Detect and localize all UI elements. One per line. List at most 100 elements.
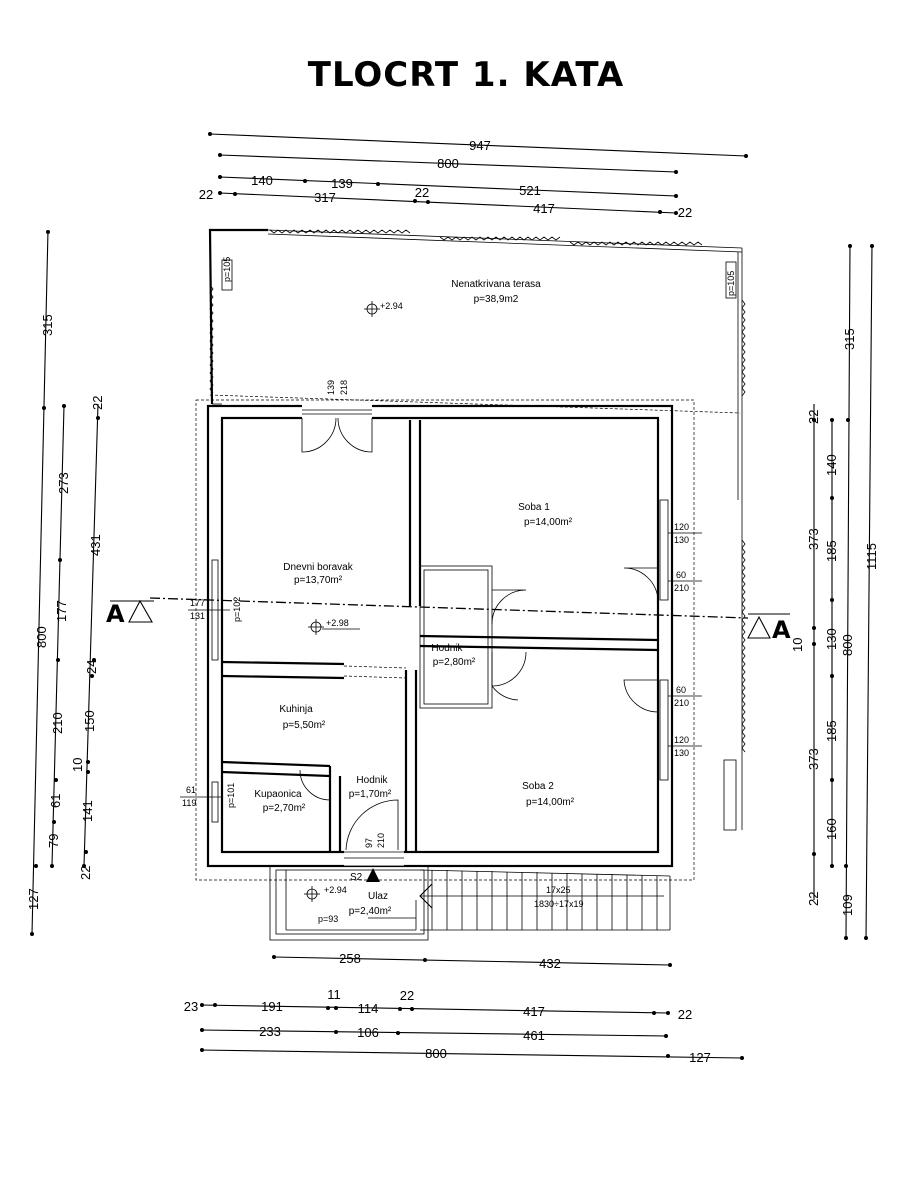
- room2-window-height: 130: [674, 748, 689, 758]
- section-line: [110, 597, 790, 619]
- dim-top-main: 800: [437, 156, 459, 171]
- top-dimensions: [208, 132, 748, 215]
- dim-left-79: 79: [46, 834, 61, 848]
- dim-bottom-106: 106: [357, 1025, 379, 1040]
- dim-bottom-127: 127: [689, 1050, 711, 1065]
- room2-door-width: 60: [676, 685, 686, 695]
- terrace-railing: [209, 229, 746, 831]
- dim-right-109: 109: [840, 894, 855, 916]
- dim-left-127: 127: [26, 888, 41, 910]
- plan-title: TLOCRT 1. KATA: [308, 55, 624, 95]
- staircase: [419, 869, 671, 931]
- hall2-name: Hodnik: [431, 643, 463, 654]
- living-level: +2.98: [326, 618, 349, 628]
- dim-left-24: 24: [84, 660, 99, 674]
- room1-door-height: 210: [674, 583, 689, 593]
- entry-door-width: 97: [364, 838, 374, 848]
- dim-right-1115: 1115: [864, 543, 879, 570]
- right-dimensions: [812, 243, 874, 941]
- entry-name: Ulaz: [368, 891, 388, 902]
- dim-right-185b: 185: [824, 720, 839, 742]
- dim-bottom-114: 114: [358, 1001, 379, 1016]
- room2-door-height: 210: [674, 698, 689, 708]
- left-dimensions: [30, 229, 100, 936]
- hall1-name: Hodnik: [356, 775, 388, 786]
- room1-window-width: 120: [674, 522, 689, 532]
- dim-top-22b: 22: [415, 185, 429, 200]
- dim-left-22b: 22: [78, 866, 93, 880]
- dim-left-10: 10: [70, 758, 85, 772]
- bottom-dimensions: [199, 955, 744, 1060]
- terrace-name: Nenatkrivana terasa: [451, 279, 541, 290]
- room2-area: p=14,00m²: [526, 797, 575, 808]
- dim-bottom-233: 233: [259, 1024, 281, 1039]
- dim-bottom-461: 461: [523, 1028, 545, 1043]
- entry-area-label: p=2,40m²: [349, 906, 392, 917]
- room1-door-width: 60: [676, 570, 686, 580]
- hall2-area: p=2,80m²: [433, 657, 476, 668]
- dim-overall-width: 947: [469, 138, 491, 153]
- dim-left-210: 210: [50, 712, 65, 734]
- terrace-right-sill: p=105: [726, 271, 736, 296]
- dim-left-431: 431: [88, 534, 103, 556]
- dim-top-22c: 22: [678, 205, 692, 220]
- dim-right-22b: 22: [806, 892, 821, 906]
- living-room-area: p=13,70m²: [294, 575, 343, 586]
- kitchen-area: p=5,50m²: [283, 720, 326, 731]
- dim-left-141: 141: [80, 800, 95, 822]
- dim-bottom-432: 432: [539, 956, 561, 971]
- entry-sill: p=93: [318, 914, 338, 924]
- bath-window-width: 61: [186, 785, 196, 795]
- dim-bottom-191: 191: [261, 999, 283, 1014]
- section-label-right: A: [772, 616, 791, 644]
- entry-level: +2.94: [324, 885, 347, 895]
- dim-right-373b: 373: [806, 748, 821, 770]
- dim-right-800: 800: [840, 634, 855, 656]
- dim-top-521: 521: [519, 183, 541, 198]
- dim-left-177: 177: [54, 600, 69, 622]
- living-window-height: 131: [190, 611, 205, 621]
- entry-level-marker: [304, 886, 320, 902]
- bath-area: p=2,70m²: [263, 803, 306, 814]
- dim-bottom-258: 258: [339, 951, 361, 966]
- dim-right-160: 160: [824, 818, 839, 840]
- dim-top-417: 417: [533, 201, 555, 216]
- room2-window-width: 120: [674, 735, 689, 745]
- stair-size: 1830÷17x19: [534, 899, 583, 909]
- terrace-door-width: 139: [326, 380, 336, 395]
- hall1-area: p=1,70m²: [349, 789, 392, 800]
- dim-right-22a: 22: [806, 410, 821, 424]
- room2-door: [623, 679, 659, 713]
- dim-right-130: 130: [824, 628, 839, 650]
- dim-top-139: 139: [331, 176, 353, 191]
- terrace-french-door: [301, 404, 373, 453]
- hall-door-room1: [491, 589, 527, 625]
- terrace-outline: [208, 228, 743, 830]
- dim-right-10: 10: [790, 638, 805, 652]
- hall-door-room2: [491, 651, 527, 701]
- living-window-sill: p=102: [232, 597, 242, 622]
- dim-bottom-800: 800: [425, 1046, 447, 1061]
- dim-top-317: 317: [314, 190, 336, 205]
- dim-right-373a: 373: [806, 528, 821, 550]
- terrace-area: p=38,9m2: [474, 294, 519, 305]
- dim-left-800: 800: [34, 626, 49, 648]
- dim-top-22a: 22: [199, 187, 213, 202]
- living-room-name: Dnevni boravak: [283, 562, 353, 573]
- bath-door: [299, 769, 331, 801]
- stair-arrow-icon: [366, 868, 380, 882]
- entry-door-height: 210: [376, 833, 386, 848]
- dim-left-273: 273: [56, 472, 71, 494]
- section-arrow-left: [128, 599, 153, 623]
- entry-area: [269, 865, 429, 941]
- dim-left-61: 61: [48, 794, 63, 808]
- right-opening-leaders: [668, 532, 702, 747]
- stair-mark: S2: [350, 872, 363, 883]
- bath-window-height: 119: [182, 798, 196, 808]
- room1-window-height: 130: [674, 535, 689, 545]
- dim-left-315: 315: [40, 314, 55, 336]
- living-level-marker: [308, 619, 360, 635]
- room2-name: Soba 2: [522, 781, 554, 792]
- living-window-width: 177: [190, 598, 205, 608]
